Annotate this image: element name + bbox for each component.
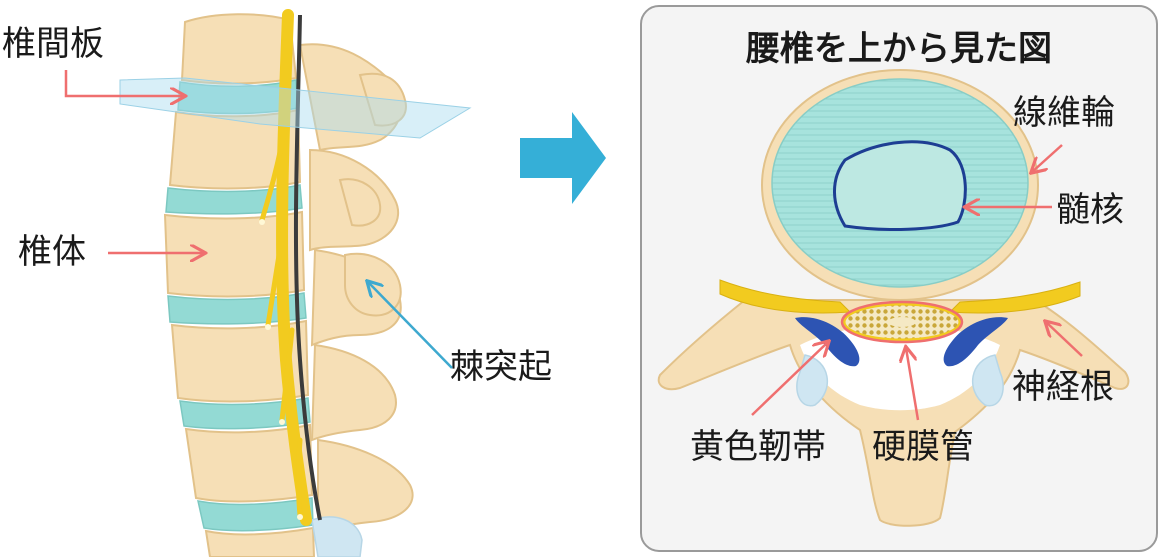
vertebral-arch bbox=[657, 299, 1130, 527]
vertebra-top-view bbox=[657, 69, 1130, 527]
nerve-branch-3 bbox=[279, 327, 295, 423]
disc-5 bbox=[197, 497, 314, 532]
pointer-intervertebral-disc bbox=[64, 70, 184, 96]
nerve-branch-2 bbox=[265, 222, 287, 328]
facet-4 bbox=[310, 343, 397, 442]
disc-4 bbox=[179, 397, 311, 430]
facet-cartilage-left bbox=[796, 354, 829, 407]
label-ligamentum-flavum: 黄色靭帯 bbox=[690, 427, 826, 467]
cross-section-plane bbox=[119, 77, 472, 139]
nerve-end-4 bbox=[297, 514, 303, 520]
pointer-spinous-process bbox=[368, 282, 453, 369]
dural-sac-highlight bbox=[840, 300, 964, 344]
transition-arrow bbox=[520, 112, 606, 204]
label-intervertebral-disc: 椎間板 bbox=[2, 24, 104, 64]
dural-edge bbox=[293, 14, 322, 521]
pointer-dural-sac bbox=[906, 348, 920, 421]
nerve-bundle bbox=[259, 9, 322, 526]
ligamentum-flavum-right bbox=[943, 317, 1008, 367]
label-annulus-fibrosus: 線維輪 bbox=[1013, 93, 1115, 133]
nerve-branch-1 bbox=[259, 117, 289, 223]
label-nucleus-pulposus: 髄核 bbox=[1056, 190, 1124, 230]
label-dural-sac: 硬膜管 bbox=[872, 427, 974, 467]
nerve-end-1 bbox=[259, 219, 265, 225]
spinous-process-2 bbox=[338, 178, 382, 227]
pointer-nerve-root bbox=[1046, 322, 1083, 357]
facet-cartilage-right bbox=[971, 354, 1004, 407]
spinous-process-1 bbox=[358, 72, 407, 127]
nucleus-pulposus bbox=[833, 140, 967, 231]
dural-sac-center bbox=[888, 317, 916, 327]
vertebra-2 bbox=[168, 108, 302, 190]
sacral-canal bbox=[311, 516, 363, 557]
panel-title: 腰椎を上から見た図 bbox=[746, 29, 1052, 69]
vertebra-4 bbox=[170, 319, 310, 403]
label-spinous-process: 棘突起 bbox=[450, 347, 552, 387]
vertebral-column bbox=[163, 13, 363, 557]
spine-side-view bbox=[119, 9, 472, 557]
nerve-end-2 bbox=[265, 324, 271, 330]
sacrum bbox=[204, 526, 316, 557]
nerve-branch-4 bbox=[296, 437, 303, 518]
label-vertebral-body: 椎体 bbox=[18, 232, 86, 272]
nerve-end-3 bbox=[279, 419, 285, 425]
pointer-annulus-fibrosus bbox=[1032, 144, 1063, 172]
pointer-ligamentum-flavum bbox=[751, 342, 828, 416]
vertebra-3 bbox=[163, 210, 306, 298]
label-nerve-root: 神経根 bbox=[1012, 367, 1114, 407]
vertebra-1 bbox=[180, 13, 298, 85]
